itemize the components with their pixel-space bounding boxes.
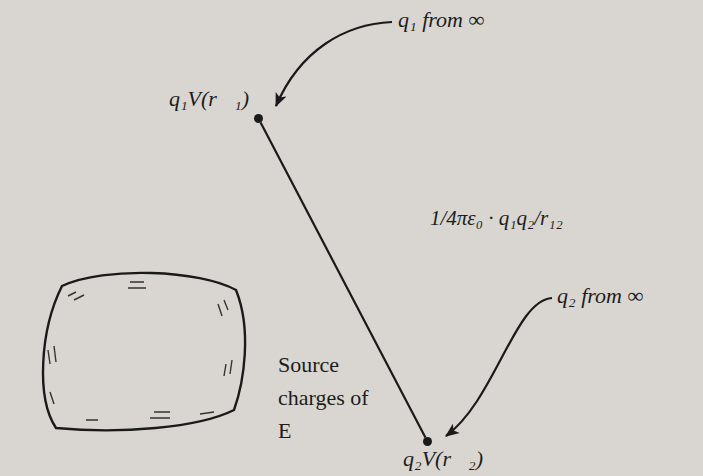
point-charge: q₁V(r⃗₁) [254,114,263,123]
charge-label: q₂V(r⃗₂) [403,447,483,471]
source-note: q₁ from ∞ [398,8,484,32]
region-label: Source charges of E⃗ [278,348,390,447]
source-charge-region: Source charges of E⃗ [30,262,380,476]
energy-term: 1/4πε₀ · q₁q₂/r₁₂ [430,206,563,230]
charge-label: q₁V(r⃗₁) [169,87,249,111]
leader-arrow [446,298,552,436]
source-note: q₂ from ∞ [557,284,643,308]
leader-arrow [276,22,392,106]
point-charge: q₂V(r⃗₂) [423,437,432,446]
